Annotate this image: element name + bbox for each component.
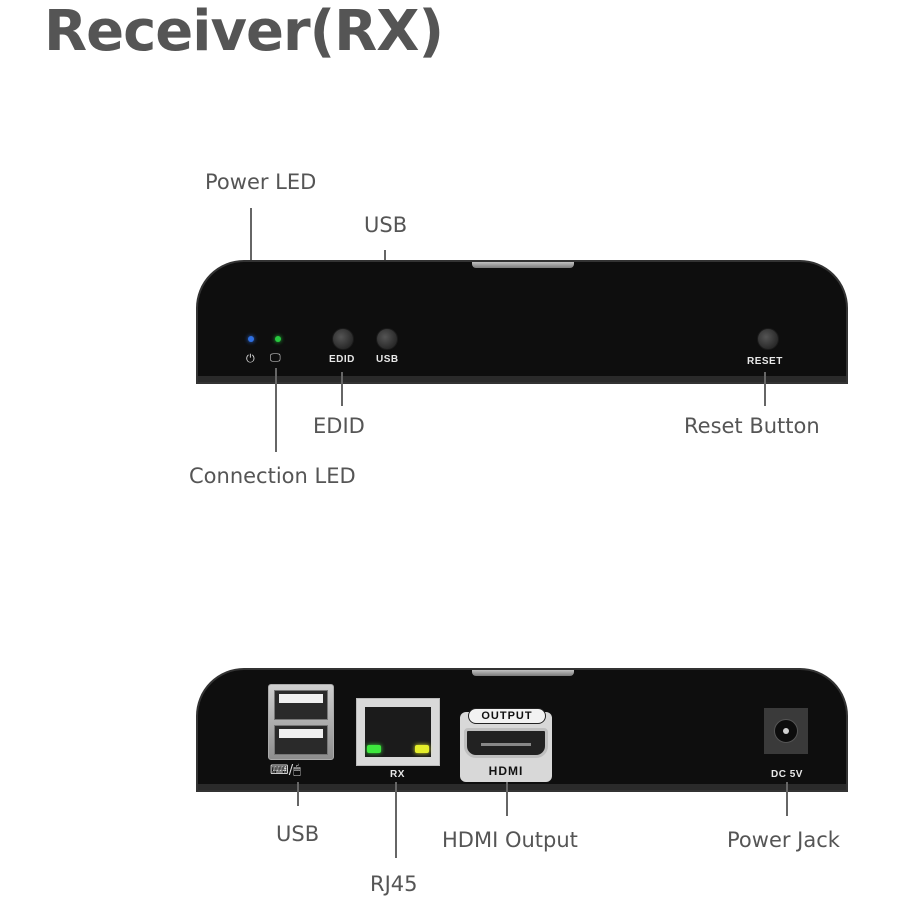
- rear-panel: ⌨/🖱 RX OUTPUT HDMI DC 5V: [196, 668, 848, 792]
- rj45-activity-led: [415, 745, 429, 753]
- panel-lip: [198, 784, 846, 790]
- dc-5v-label: DC 5V: [771, 769, 803, 780]
- usb-port-stack[interactable]: [268, 684, 334, 760]
- rx-label: RX: [390, 769, 405, 780]
- power-jack[interactable]: [764, 708, 808, 754]
- leader-line-reset: [764, 372, 766, 406]
- hdmi-label: HDMI: [488, 764, 524, 778]
- keyboard-mouse-icon: ⌨/🖱: [270, 763, 301, 778]
- hdmi-output-port[interactable]: [464, 728, 548, 758]
- callout-connection-led: Connection LED: [189, 464, 356, 488]
- monitor-icon: 🖵: [270, 351, 281, 364]
- power-led: [248, 336, 254, 342]
- callout-usb-rear: USB: [276, 822, 320, 846]
- leader-line-hdmi: [506, 782, 508, 816]
- callout-power-jack: Power Jack: [727, 828, 840, 852]
- top-notch: [472, 262, 574, 268]
- leader-line-rj45: [395, 782, 397, 858]
- rj45-port[interactable]: [356, 698, 440, 766]
- callout-hdmi-output: HDMI Output: [442, 828, 578, 852]
- front-panel: ⏻ 🖵 EDID USB RESET: [196, 260, 848, 384]
- edid-button[interactable]: [332, 328, 354, 350]
- leader-line-edid: [341, 372, 343, 406]
- edid-label: EDID: [329, 354, 355, 365]
- callout-power-led: Power LED: [205, 170, 317, 194]
- callout-usb-front: USB: [364, 213, 408, 237]
- panel-lip: [198, 376, 846, 382]
- rj45-link-led: [367, 745, 381, 753]
- reset-button[interactable]: [757, 328, 779, 350]
- connection-led: [275, 336, 281, 342]
- usb-button[interactable]: [376, 328, 398, 350]
- page-title: Receiver(RX): [44, 0, 444, 64]
- callout-rj45: RJ45: [370, 872, 418, 896]
- usb-port-bottom[interactable]: [274, 725, 328, 755]
- usb-label: USB: [376, 354, 399, 365]
- leader-line-connection-led: [275, 368, 277, 452]
- reset-label: RESET: [747, 356, 783, 367]
- leader-line-power-led: [250, 208, 252, 308]
- callout-reset-button: Reset Button: [684, 414, 820, 438]
- top-notch: [472, 670, 574, 676]
- power-icon: ⏻: [246, 352, 255, 365]
- usb-port-top[interactable]: [274, 690, 328, 720]
- output-tag: OUTPUT: [468, 708, 546, 724]
- leader-line-usb-rear: [297, 782, 299, 806]
- leader-line-power-jack: [786, 782, 788, 816]
- callout-edid: EDID: [313, 414, 365, 438]
